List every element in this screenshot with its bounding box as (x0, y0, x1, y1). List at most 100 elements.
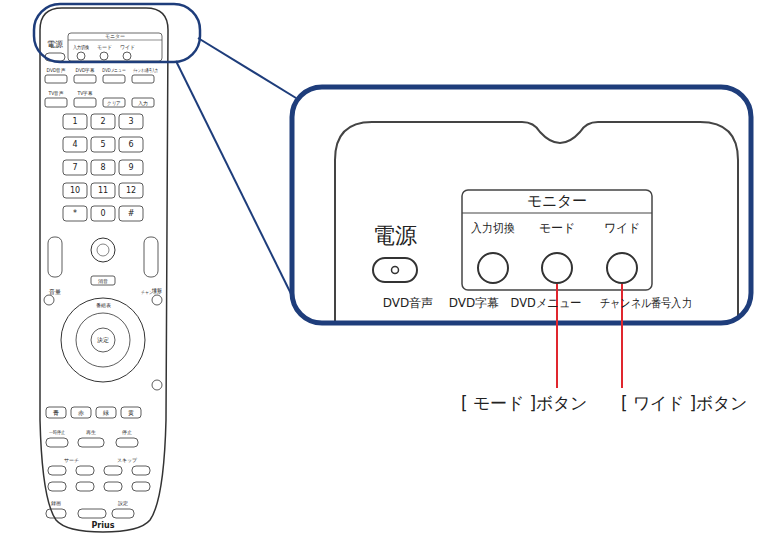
button-label: DVDメニュー (102, 68, 125, 73)
button-label: 音量 (49, 289, 61, 295)
remote-button (132, 466, 150, 475)
button-label: モード (539, 222, 575, 234)
button-label: DVD字幕 (76, 68, 95, 73)
button-label: 消音 (98, 278, 108, 283)
button-label: 入力 (138, 100, 148, 105)
callout-label: [ ワイド ]ボタン (621, 395, 747, 412)
remote-button (63, 137, 87, 152)
remote-button (78, 438, 104, 447)
button-label: チャンネル番号入力 (133, 68, 158, 73)
remote-button (119, 183, 143, 198)
remote-button (76, 482, 94, 491)
remote-button (76, 466, 94, 475)
button-label: サーチ (64, 458, 79, 463)
monitor-group (68, 33, 162, 61)
remote-button (46, 509, 66, 518)
button-label: TV音声 (49, 91, 64, 96)
button-label: クリア (107, 100, 121, 105)
remote-body (40, 8, 168, 532)
key-label: 赤 (78, 410, 84, 416)
zoom-detail (335, 122, 738, 323)
volume-rocker (48, 237, 62, 277)
button-label: 決定 (97, 337, 109, 343)
key-label: # (128, 210, 135, 218)
key-label: 2 (100, 118, 105, 126)
button-label: 電源 (373, 225, 417, 247)
power-button (373, 258, 417, 282)
remote-button (91, 160, 115, 175)
key-label: 緑 (103, 410, 109, 416)
remote-button (132, 98, 154, 107)
group-label: モニター (527, 194, 587, 209)
button-label: 入力切換 (73, 45, 89, 50)
remote-button (63, 206, 87, 221)
remote-button (91, 206, 115, 221)
key-label: 5 (100, 141, 105, 149)
button-label: DVD字幕 (449, 297, 499, 309)
button-label: DVD音声 (47, 68, 66, 73)
mode-button (542, 253, 572, 283)
channel-rocker (144, 237, 158, 277)
button-label: 番組表 (96, 303, 111, 308)
button-label: チャンネル番号入力 (600, 297, 692, 309)
key-label: * (73, 210, 77, 218)
remote-button (96, 407, 116, 418)
button-label: ワイド (604, 222, 640, 234)
enter-button (91, 328, 115, 352)
key-label: 黄 (128, 410, 134, 416)
remote-button (48, 482, 66, 491)
zoom-line (176, 61, 300, 312)
remote-button (45, 75, 67, 83)
remote-button (119, 114, 143, 129)
remote-button (46, 407, 66, 418)
key-label: 10 (70, 187, 80, 195)
remote-button (103, 75, 125, 83)
key-label: 11 (98, 187, 108, 195)
remote-button (78, 509, 106, 518)
remote-button (116, 438, 138, 447)
highlight-outline (34, 4, 200, 62)
button-label: ワイド (120, 45, 135, 50)
wide-button (607, 253, 637, 283)
remote-button (48, 466, 66, 475)
button-label: 録画 (51, 501, 61, 506)
remote-button (119, 206, 143, 221)
button-label: 情報 (152, 288, 162, 293)
key-label: 6 (128, 141, 133, 149)
remote-button (91, 183, 115, 198)
key-label: 1 (72, 118, 77, 126)
remote-button (91, 137, 115, 152)
button-label: モード (97, 45, 112, 50)
remote-button (74, 75, 96, 83)
remote-button (132, 482, 150, 491)
key-label: 青 (53, 410, 59, 416)
zoom-frame (292, 87, 751, 323)
remote-button (104, 482, 122, 491)
callout-label: [ モード ]ボタン (461, 395, 587, 412)
nav-ring (61, 298, 145, 382)
input-button (478, 253, 508, 283)
button-label: 再生 (86, 430, 96, 435)
button-label: 停止 (122, 430, 132, 435)
button-label: 設定 (118, 501, 128, 506)
remote-button (63, 183, 87, 198)
remote-button (112, 509, 134, 518)
group-label: モニター (105, 34, 125, 39)
key-label: 12 (126, 187, 136, 195)
key-label: 3 (128, 118, 133, 126)
remote-button (63, 114, 87, 129)
button-label: 電源 (47, 41, 63, 49)
button-label: DVD音声 (383, 297, 433, 309)
button-label: 入力切換 (471, 222, 514, 234)
button-label: 一時停止 (49, 430, 65, 435)
key-label: 9 (128, 164, 133, 172)
remote-button (63, 160, 87, 175)
button-label: TV字幕 (78, 91, 93, 96)
zoom-line (198, 38, 296, 98)
remote-button (119, 160, 143, 175)
remote-button (103, 98, 125, 107)
remote-button (132, 75, 154, 83)
key-label: 4 (72, 141, 77, 149)
